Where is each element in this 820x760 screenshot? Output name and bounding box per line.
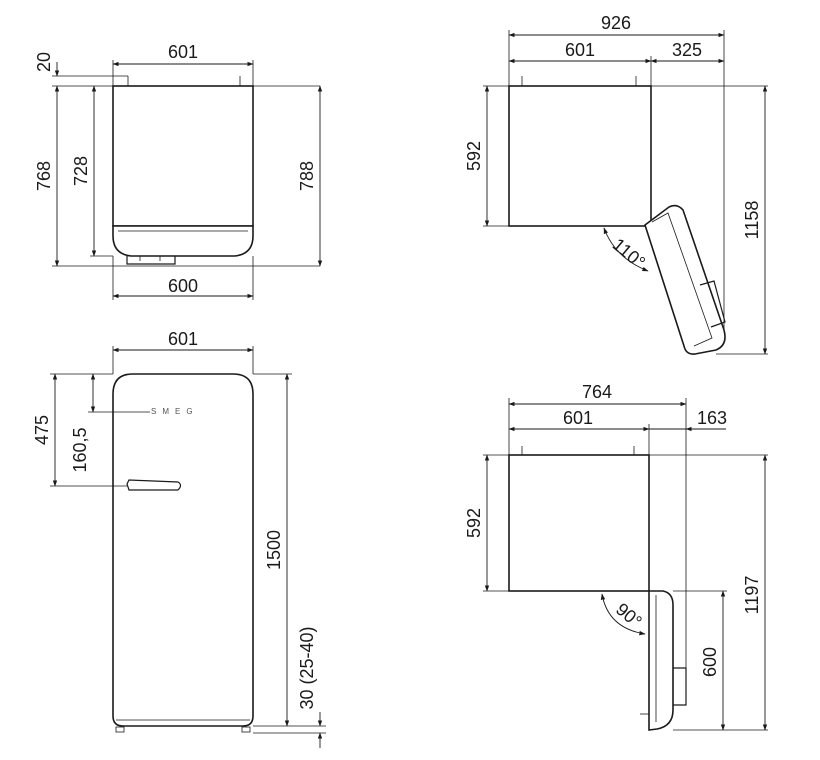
front-height-label: 1500 <box>264 530 284 570</box>
front-width-label: 601 <box>168 329 198 349</box>
door-swing-90-label: 163 <box>697 408 727 428</box>
width-body-110-label: 601 <box>565 40 595 60</box>
door-90-view: 90° 764 601 163 592 600 1197 <box>464 382 768 731</box>
depth-handle-label: 788 <box>297 161 317 191</box>
feet-height-label: 30 (25-40) <box>297 626 317 709</box>
fridge-handle-110 <box>699 280 726 328</box>
angle-110-label: 110° <box>609 234 649 272</box>
logo-height-label: 160,5 <box>70 427 90 472</box>
top-width-label: 601 <box>168 42 198 62</box>
top-view: 601 20 768 728 788 600 <box>34 42 323 300</box>
fridge-door-90 <box>648 590 674 731</box>
width-open-90-label: 764 <box>582 382 612 402</box>
door-swing-110-label: 325 <box>672 40 702 60</box>
fridge-handle-top <box>126 256 176 265</box>
clearance-label: 20 <box>34 52 54 72</box>
bottom-width-label: 600 <box>168 276 198 296</box>
depth-body-label: 728 <box>71 156 91 186</box>
depth-total-90-label: 1197 <box>742 576 762 615</box>
fridge-body-90 <box>508 454 650 592</box>
front-view: SMEG 601 475 160,5 1500 30 (25-40) <box>32 329 326 748</box>
fridge-door-110 <box>644 204 726 355</box>
width-open-110-label: 926 <box>601 13 631 33</box>
fridge-front <box>112 373 254 727</box>
depth-total-label: 768 <box>34 161 54 191</box>
fridge-logo: SMEG <box>151 407 199 416</box>
depth-body-90-label: 592 <box>464 508 484 538</box>
fridge-door-top <box>112 225 254 257</box>
fridge-handle-front <box>126 479 182 491</box>
handle-height-label: 475 <box>32 415 52 445</box>
angle-90-label: 90° <box>612 599 646 632</box>
width-body-90-label: 601 <box>563 408 593 428</box>
fridge-body-top <box>112 85 254 227</box>
fridge-body-110 <box>508 85 652 227</box>
door-110-view: 110° 926 601 325 592 1158 <box>464 13 768 355</box>
depth-total-110-label: 1158 <box>742 201 762 240</box>
depth-body-110-label: 592 <box>464 141 484 171</box>
door-depth-90-label: 600 <box>700 647 720 677</box>
fridge-handle-90 <box>673 667 687 706</box>
